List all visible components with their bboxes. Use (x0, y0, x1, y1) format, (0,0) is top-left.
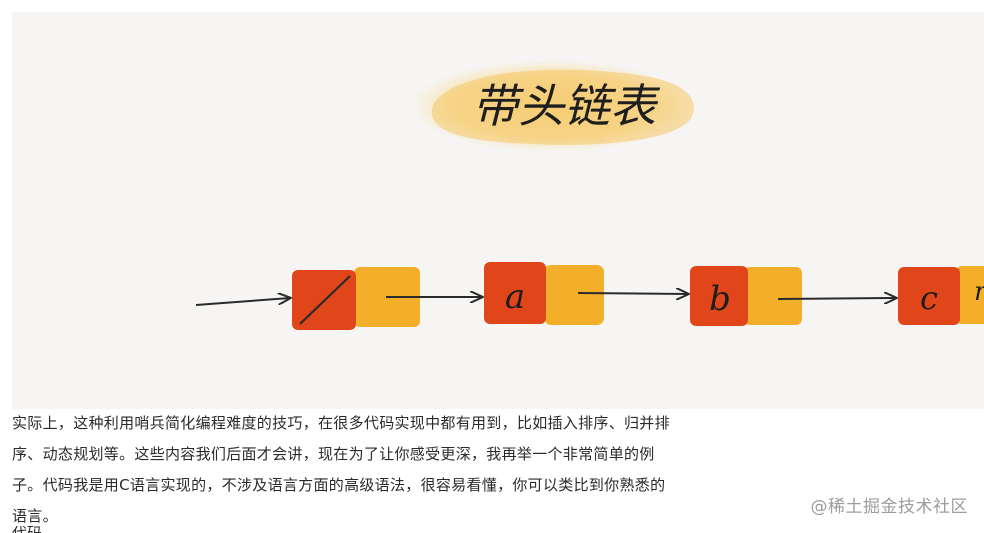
paragraph-line: 序、动态规划等。这些内容我们后面才会讲，现在为了让你感受更深，我再举一个非常简单… (12, 445, 655, 463)
sentinel-node (292, 267, 420, 330)
node-b-label: b (709, 279, 731, 319)
title-highlight-stroke (431, 69, 694, 145)
node-c-label: c (920, 279, 938, 317)
node-c-partial-glyph: n (974, 277, 984, 307)
paragraph-line: 语言。 (12, 507, 58, 525)
illustration-title: 带头链表 (472, 79, 661, 133)
node-c-data-cell (898, 267, 960, 325)
article-paragraph: 实际上，这种利用哨兵简化编程难度的技巧，在很多代码实现中都有用到，比如插入排序、… (12, 408, 732, 532)
node-b-next-cell (744, 267, 802, 325)
node-a: a (484, 262, 604, 325)
node-c: c n (898, 266, 984, 325)
paragraph-line: 子。代码我是用C语言实现的，不涉及语言方面的高级语法，很容易看懂，你可以类比到你… (12, 476, 666, 494)
head-pointer-arrow (195, 298, 290, 306)
node-b-data-cell (690, 266, 748, 326)
node-a-next-cell (544, 265, 604, 325)
arrow-b-to-c (777, 298, 896, 299)
node-a-data-cell (484, 262, 546, 324)
illustration-canvas: 带头链表 a b (195, 60, 984, 330)
linked-list-illustration: 带头链表 a b (12, 12, 984, 409)
cutoff-heading: 代码 (12, 526, 42, 533)
node-a-label: a (505, 277, 525, 317)
node-b: b (690, 266, 802, 326)
paragraph-line: 实际上，这种利用哨兵简化编程难度的技巧，在很多代码实现中都有用到，比如插入排序、… (12, 414, 670, 432)
arrow-a-to-b (577, 293, 688, 294)
watermark: @稀土掘金技术社区 (810, 497, 968, 517)
node-c-next-cell (956, 266, 984, 324)
null-slash (299, 275, 351, 325)
